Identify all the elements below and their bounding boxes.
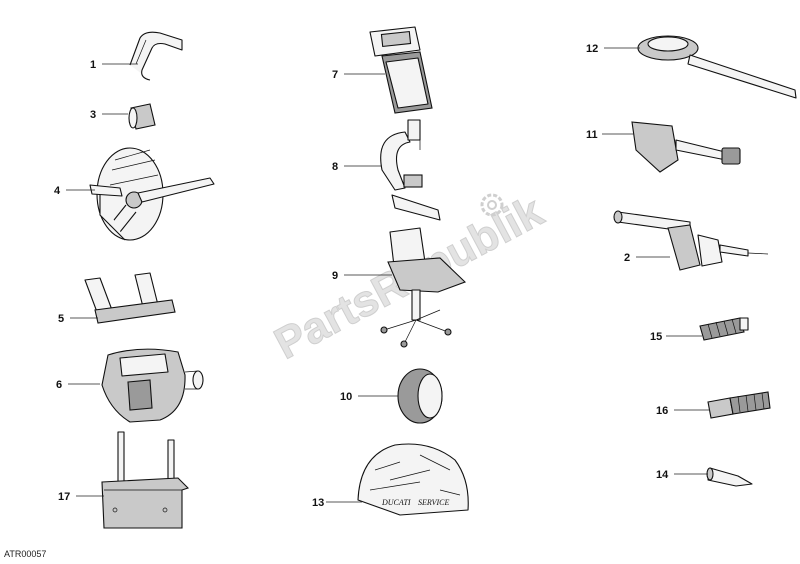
callout-13: 13 — [312, 497, 324, 509]
callout-1: 1 — [90, 59, 96, 71]
cover-subtitle-label: SERVICE — [418, 498, 450, 507]
part-14-pointed-pin — [706, 467, 753, 487]
part-4-degree-wheel — [89, 147, 215, 241]
cover-brand-label: DUCATI — [381, 498, 411, 507]
part-15-threaded-pin — [699, 317, 749, 341]
part-6-gauge-housing — [101, 348, 204, 423]
callout-12: 12 — [586, 43, 598, 55]
callout-10: 10 — [340, 391, 352, 403]
callout-3: 3 — [90, 109, 96, 121]
reference-code: ATR00057 — [4, 549, 46, 559]
callout-4: 4 — [54, 185, 61, 197]
callout-8: 8 — [332, 161, 338, 173]
callout-5: 5 — [58, 313, 64, 325]
gear-icon — [480, 193, 504, 217]
callout-7: 7 — [332, 69, 338, 81]
part-10-ring — [397, 368, 443, 424]
callout-15: 15 — [650, 331, 662, 343]
part-2-shaft-fork — [613, 210, 769, 271]
callout-6: 6 — [56, 379, 62, 391]
part-3-bushing — [128, 103, 156, 130]
callout-9: 9 — [332, 270, 338, 282]
part-9-stand — [380, 227, 467, 348]
part-8-c-clamp — [380, 119, 441, 221]
callout-11: 11 — [586, 129, 598, 141]
part-12-ring-spanner — [637, 35, 797, 99]
callout-17: 17 — [58, 491, 70, 503]
part-1-hook-tool — [129, 31, 183, 81]
part-7-tester — [369, 26, 433, 114]
part-11-block-bolt — [631, 121, 741, 173]
part-13-service-cover: DUCATI SERVICE — [357, 443, 469, 516]
callout-14: 14 — [656, 469, 669, 481]
callout-16: 16 — [656, 405, 668, 417]
part-16-threaded-bolt — [707, 391, 771, 419]
callout-2: 2 — [624, 252, 630, 264]
part-5-bracket — [84, 272, 176, 324]
part-17-stand — [101, 431, 190, 529]
